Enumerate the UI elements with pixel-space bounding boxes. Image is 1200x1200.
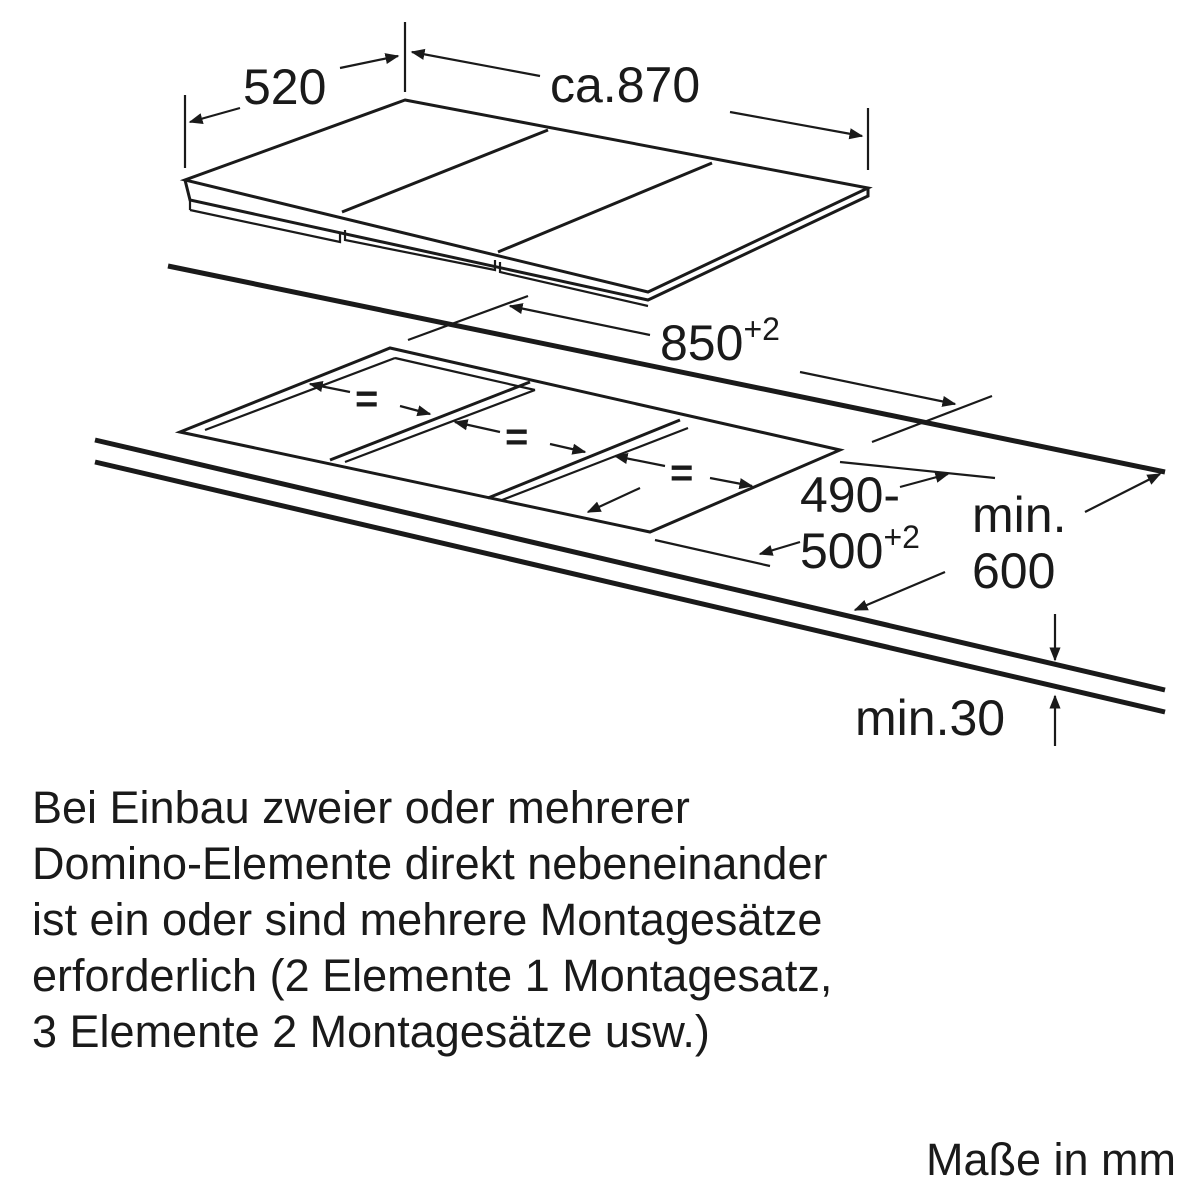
dim-worktop-thickness: min.30	[855, 614, 1061, 746]
dim-hob-depth: 520	[183, 22, 407, 168]
units-label: Maße in mm	[925, 1134, 1176, 1185]
installation-diagram: 520 ca.870 = = =	[94, 22, 1166, 746]
note-line-3: ist ein oder sind mehrere Montagesätze	[32, 894, 823, 945]
dim-worktop-thickness-label: min.30	[855, 690, 1005, 746]
dim-cutout-width-label: 850+2	[660, 311, 780, 371]
dim-hob-width-label: ca.870	[550, 57, 700, 113]
dim-cutout-depth-line1: 490-	[800, 467, 900, 523]
equal-mark-3: =	[670, 451, 693, 495]
cutout-divider-2	[487, 418, 681, 500]
note-line-5: 3 Elemente 2 Montagesätze usw.)	[32, 1006, 710, 1057]
worktop-back-edge	[167, 263, 1166, 475]
dim-cutout-width: 850+2	[407, 294, 993, 444]
cutout-divider-1	[329, 380, 531, 462]
worktop-drawing	[94, 263, 1166, 715]
dim-worktop-depth-line2: 600	[972, 543, 1055, 599]
note-line-1: Bei Einbau zweier oder mehrerer	[32, 782, 690, 833]
equal-mark-1: =	[355, 377, 378, 421]
dim-cutout-depth-line2: 500+2	[800, 519, 920, 579]
dim-worktop-depth: min. 600	[853, 473, 1162, 612]
worktop-front-edge-top	[94, 437, 1166, 693]
cutout-outline	[174, 346, 845, 534]
installation-note: Bei Einbau zweier oder mehrerer Domino-E…	[32, 780, 1172, 1060]
note-line-2: Domino-Elemente direkt nebeneinander	[32, 838, 828, 889]
hob-divider-1	[341, 128, 549, 214]
equal-spacing-marks: = = =	[308, 377, 754, 495]
hob-drawing	[179, 98, 873, 308]
worktop-front-edge-bottom	[94, 459, 1166, 715]
hob-front-edge	[183, 179, 870, 302]
hob-top-outline	[179, 98, 873, 294]
dim-hob-width: ca.870	[410, 48, 870, 170]
dim-hob-depth-label: 520	[243, 59, 326, 115]
cutout-drawing	[174, 346, 845, 534]
note-line-4: erforderlich (2 Elemente 1 Montagesatz,	[32, 950, 833, 1001]
equal-mark-2: =	[505, 415, 528, 459]
dim-worktop-depth-line1: min.	[972, 487, 1066, 543]
hob-divider-2	[497, 161, 713, 254]
dim-cutout-depth: 490- 500+2	[586, 460, 996, 579]
